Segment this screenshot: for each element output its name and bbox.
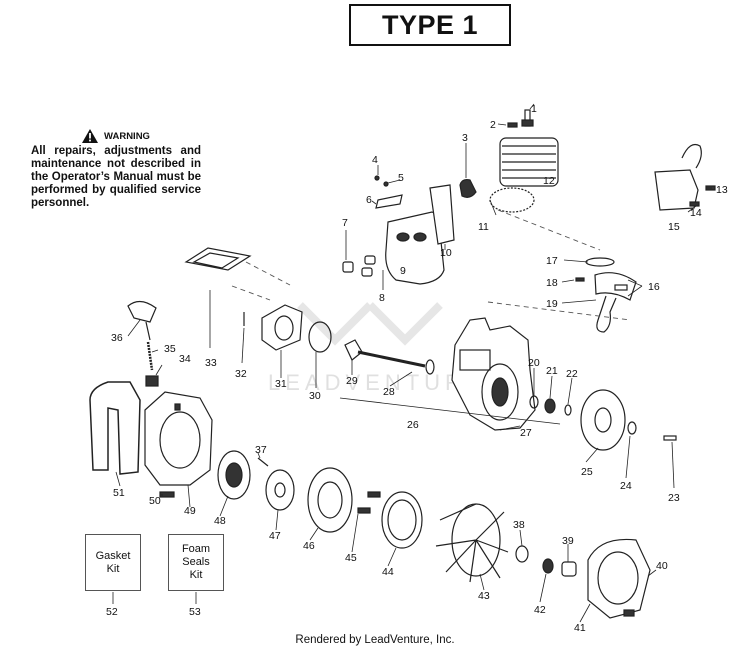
cylinder-part[interactable]: [499, 137, 559, 187]
screw-part-45[interactable]: [357, 491, 381, 514]
spark-plug-part[interactable]: [521, 109, 534, 127]
callout-35[interactable]: 35: [164, 343, 176, 355]
callout-38[interactable]: 38: [513, 519, 525, 531]
foam-seals-kit-box[interactable]: Foam Seals Kit: [168, 534, 224, 591]
cylinder-gasket-part[interactable]: [489, 187, 535, 213]
gasket-kit-box[interactable]: Gasket Kit: [85, 534, 141, 591]
callout-21[interactable]: 21: [546, 365, 558, 377]
muffler-screws-part[interactable]: [374, 175, 403, 209]
callout-52[interactable]: 52: [106, 606, 118, 618]
watermark-text: LEADVENTURE: [268, 370, 486, 395]
flywheel-part[interactable]: [580, 389, 626, 451]
bracket-part[interactable]: [184, 247, 252, 271]
crankcase-part[interactable]: [451, 317, 536, 431]
crankshaft-part[interactable]: [344, 339, 435, 375]
screw-part-37[interactable]: [257, 457, 269, 467]
callout-labels: 1 2 3 4 5 6 7 8 9 10 11 12 13 14 15 16 1…: [106, 103, 728, 634]
callout-13[interactable]: 13: [716, 184, 728, 196]
callout-25[interactable]: 25: [581, 466, 593, 478]
spark-arrestor-part[interactable]: [429, 184, 455, 245]
starter-cup-part[interactable]: [307, 467, 353, 533]
nut-part-38[interactable]: [515, 545, 529, 563]
callout-29[interactable]: 29: [346, 375, 358, 387]
foam-seal-part[interactable]: [89, 381, 141, 475]
watermark: LEADVENTURE: [268, 302, 486, 395]
callout-4[interactable]: 4: [372, 154, 378, 166]
callout-16[interactable]: 16: [648, 281, 660, 293]
callout-40[interactable]: 40: [656, 560, 668, 572]
gasket-ring-part[interactable]: [308, 321, 332, 353]
callout-8[interactable]: 8: [379, 292, 385, 304]
washer-part[interactable]: [265, 469, 295, 511]
callout-53[interactable]: 53: [189, 606, 201, 618]
footer-credit: Rendered by LeadVenture, Inc.: [295, 634, 455, 646]
carburetor-adapter-part[interactable]: [261, 304, 303, 351]
warning-heading: WARNING: [104, 130, 150, 142]
warning-icon: [82, 129, 99, 143]
warning-notice: WARNING All repairs, adjustments and mai…: [31, 129, 201, 210]
callout-12[interactable]: 12: [543, 175, 555, 187]
callout-11[interactable]: 11: [478, 221, 489, 233]
blower-housing-part[interactable]: [587, 538, 651, 619]
callout-30[interactable]: 30: [309, 390, 321, 402]
callout-5[interactable]: 5: [398, 172, 404, 184]
callout-17[interactable]: 17: [546, 255, 558, 267]
callout-15[interactable]: 15: [668, 221, 680, 233]
callout-39[interactable]: 39: [562, 535, 574, 547]
callout-1[interactable]: 1: [531, 103, 537, 115]
callout-42[interactable]: 42: [534, 604, 546, 616]
throttle-key-part[interactable]: [127, 300, 159, 387]
callout-19[interactable]: 19: [546, 298, 558, 310]
callout-26[interactable]: 26: [407, 419, 419, 431]
starter-pulley-part[interactable]: [217, 450, 251, 500]
callout-44[interactable]: 44: [382, 566, 394, 578]
callout-2[interactable]: 2: [490, 119, 496, 131]
callout-24[interactable]: 24: [620, 480, 632, 492]
callout-51[interactable]: 51: [113, 487, 125, 499]
bearing-parts[interactable]: [529, 395, 677, 441]
muffler-bolts-part[interactable]: [342, 255, 376, 277]
spacer-ring-part[interactable]: [381, 491, 423, 549]
callout-28[interactable]: 28: [383, 386, 395, 398]
callout-32[interactable]: 32: [235, 368, 247, 380]
callout-18[interactable]: 18: [546, 277, 558, 289]
callout-23[interactable]: 23: [668, 492, 680, 504]
callout-22[interactable]: 22: [566, 368, 578, 380]
callout-49[interactable]: 49: [184, 505, 196, 517]
callout-48[interactable]: 48: [214, 515, 226, 527]
callout-47[interactable]: 47: [269, 530, 281, 542]
callout-33[interactable]: 33: [205, 357, 217, 369]
screw-part-2[interactable]: [507, 122, 518, 128]
callout-41[interactable]: 41: [574, 622, 586, 634]
callout-46[interactable]: 46: [303, 540, 315, 552]
callout-20[interactable]: 20: [528, 357, 540, 369]
callout-31[interactable]: 31: [275, 378, 287, 390]
callout-9[interactable]: 9: [400, 265, 406, 277]
callout-36[interactable]: 36: [111, 332, 123, 344]
nut-part-39[interactable]: [561, 561, 577, 577]
diagram-type-title: TYPE 1: [349, 4, 511, 46]
washer-part-42[interactable]: [542, 558, 554, 574]
callout-50[interactable]: 50: [149, 495, 161, 507]
callout-37[interactable]: 37: [255, 444, 267, 456]
warning-text: All repairs, adjustments and maintenance…: [31, 145, 201, 209]
fan-housing-part[interactable]: [144, 391, 213, 486]
callout-14[interactable]: 14: [690, 207, 702, 219]
callout-10[interactable]: 10: [440, 247, 452, 259]
callout-3[interactable]: 3: [462, 132, 468, 144]
boot-part[interactable]: [459, 178, 477, 198]
screw-part-50[interactable]: [159, 491, 175, 498]
callout-6[interactable]: 6: [366, 194, 372, 206]
callout-7[interactable]: 7: [342, 217, 348, 229]
callout-27[interactable]: 27: [520, 427, 532, 439]
callout-43[interactable]: 43: [478, 590, 490, 602]
callout-45[interactable]: 45: [345, 552, 357, 564]
ignition-module-part[interactable]: [654, 143, 716, 211]
callout-34[interactable]: 34: [179, 353, 191, 365]
piston-assembly-part[interactable]: [575, 257, 637, 333]
impeller-part[interactable]: [435, 503, 509, 583]
